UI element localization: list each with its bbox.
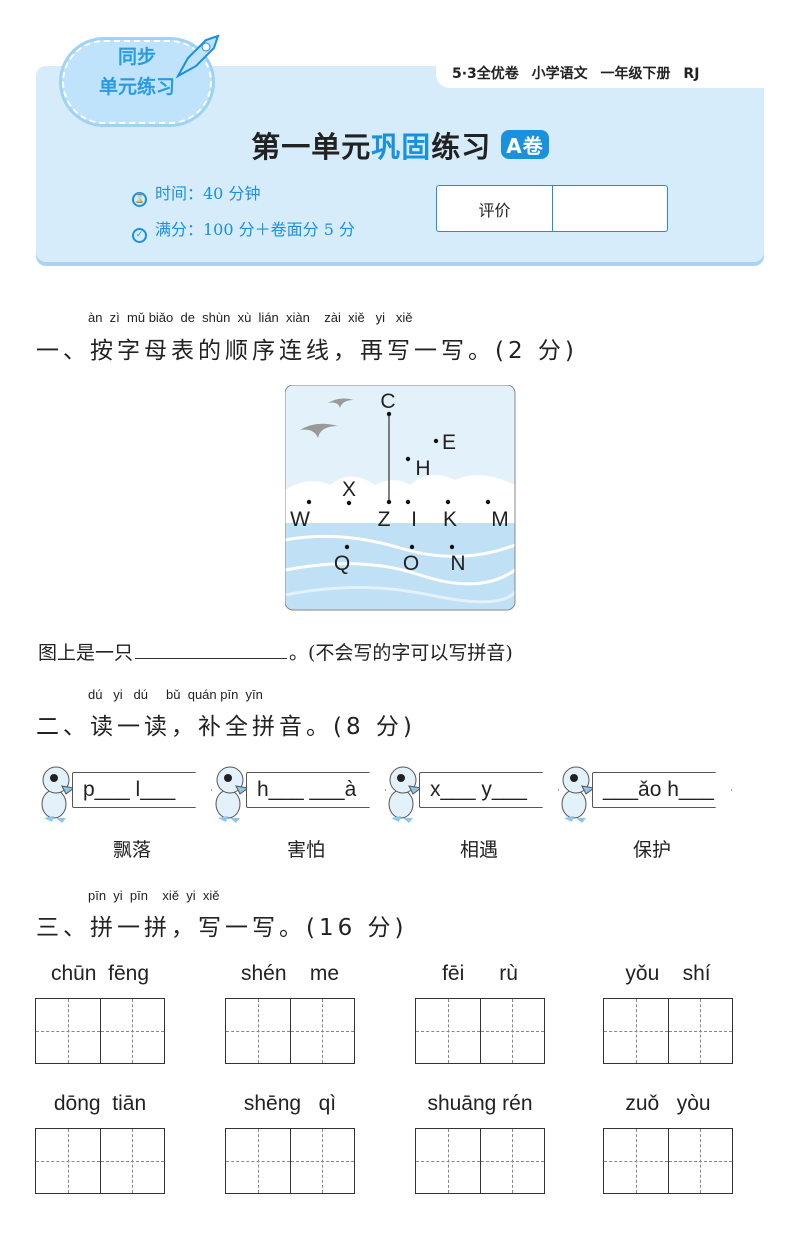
title-part: 练习 [431, 130, 492, 164]
section2-heading: 二、读一读，补全拼音。(8 分) [36, 714, 416, 740]
page-title: 第一单元巩固练习 A卷 [0, 124, 800, 166]
letter-label: O [403, 552, 419, 575]
bird-icon [300, 423, 338, 438]
writing-grid[interactable] [225, 998, 355, 1064]
word-label: 害怕 [287, 839, 326, 861]
grid-cell[interactable] [604, 1129, 669, 1193]
evaluation-field[interactable] [553, 186, 669, 231]
writing-grid[interactable] [415, 1128, 545, 1194]
grid-cell[interactable] [416, 1129, 481, 1193]
pinyin-prompt: shēng qì [243, 1092, 337, 1115]
grid-cell[interactable] [416, 999, 481, 1063]
rocket-icon [175, 34, 220, 79]
pinyin-blank-input[interactable]: x___ y___ [419, 772, 559, 808]
fill-sentence: 图上是一只 。(不会写的字可以写拼音) [38, 638, 513, 665]
pinyin-prompt: shuāng rén [427, 1092, 533, 1115]
pinyin-sign: p___ l___ [72, 772, 222, 816]
cloud-line1: 同步 [117, 46, 156, 68]
letter-label: E [442, 431, 456, 454]
hourglass-icon: ⌛ [132, 192, 147, 207]
score-text: 满分：100 分＋卷面分 5 分 [155, 220, 355, 239]
duck-icon [215, 766, 250, 823]
word-label: 保护 [633, 839, 672, 861]
pinyin-sign: ___ǎo h___ [592, 772, 742, 816]
bird-icon [328, 398, 354, 408]
section3-heading: 三、拼一拼，写一写。(16 分) [36, 915, 408, 941]
evaluation-box: 评价 [436, 185, 668, 232]
letter-label: K [443, 508, 457, 531]
duck-icon [388, 766, 423, 823]
grid-cell[interactable] [668, 1129, 733, 1193]
grid-cell[interactable] [36, 999, 101, 1063]
writing-grid[interactable] [415, 998, 545, 1064]
grid-cell[interactable] [226, 1129, 291, 1193]
letter-label: X [342, 478, 356, 501]
pinyin-prompt: dōng tiān [53, 1092, 147, 1115]
grid-cell[interactable] [36, 1129, 101, 1193]
pinyin-blank-input[interactable]: h___ ___à [246, 772, 386, 808]
sentence-before: 图上是一只 [38, 642, 134, 664]
sentence-after: 。(不会写的字可以写拼音) [289, 642, 513, 664]
series-tab [436, 58, 776, 88]
section1-heading: 一、按字母表的顺序连线，再写一写。(2 分) [36, 338, 578, 364]
pinyin-blank-input[interactable]: p___ l___ [72, 772, 212, 808]
grid-cell[interactable] [480, 1129, 545, 1193]
writing-grid[interactable] [35, 1128, 165, 1194]
version-badge: A卷 [501, 130, 549, 159]
grid-cell[interactable] [226, 999, 291, 1063]
title-highlight: 巩固 [371, 130, 432, 164]
pinyin-sign: h___ ___à [246, 772, 396, 816]
writing-grid[interactable] [603, 998, 733, 1064]
title-part: 第一单元 [251, 130, 372, 164]
pinyin-prompt: shén me [240, 962, 340, 985]
pinyin-prompt: chūn fēng [50, 962, 150, 985]
evaluation-label: 评价 [437, 186, 553, 231]
letter-label: M [491, 508, 509, 531]
pinyin-blank-input[interactable]: ___ǎo h___ [592, 772, 732, 808]
letter-label: Q [334, 552, 350, 575]
writing-grid[interactable] [603, 1128, 733, 1194]
pinyin-prompt: zuǒ yòu [625, 1092, 711, 1115]
cloud-line2: 单元练习 [98, 76, 175, 98]
section2-pinyin: dú yi dú bǔ quán pīn yīn [88, 687, 263, 702]
word-label: 飘落 [113, 839, 152, 861]
letter-label: W [290, 508, 310, 531]
pinyin-sign: x___ y___ [419, 772, 569, 816]
pinyin-prompt: yǒu shí [625, 962, 711, 985]
check-icon: ✓ [132, 228, 147, 243]
time-info: ⌛ 时间：40 分钟 [132, 180, 260, 207]
grid-cell[interactable] [100, 1129, 165, 1193]
grid-cell[interactable] [668, 999, 733, 1063]
letter-label: H [415, 457, 430, 480]
grid-cell[interactable] [480, 999, 545, 1063]
pinyin-prompt: fēi rù [442, 962, 518, 985]
time-text: 时间：40 分钟 [155, 184, 261, 203]
grid-cell[interactable] [290, 999, 355, 1063]
connect-dots-picture[interactable]: C E H X W Z I K M Q O N [285, 385, 517, 611]
grid-cell[interactable] [290, 1129, 355, 1193]
letter-label: C [380, 390, 395, 413]
dots [306, 411, 491, 550]
letter-label: I [411, 508, 417, 531]
duck-icon [41, 766, 76, 823]
duck-icon [561, 766, 596, 823]
letter-label: Z [378, 508, 391, 531]
section3-pinyin: pīn yi pīn xiě yi xiě [88, 888, 220, 903]
word-label: 相遇 [460, 839, 499, 861]
series-label: 5·3全优卷 小学语文 一年级下册 RJ [452, 66, 700, 82]
cloud-logo: 同步 单元练习 [62, 40, 212, 124]
section1-pinyin: àn zì mǔ biǎo de shùn xù lián xiàn zài x… [88, 310, 413, 325]
answer-blank[interactable] [135, 641, 288, 659]
writing-grid[interactable] [225, 1128, 355, 1194]
grid-cell[interactable] [604, 999, 669, 1063]
writing-grid[interactable] [35, 998, 165, 1064]
grid-cell[interactable] [100, 999, 165, 1063]
score-info: ✓ 满分：100 分＋卷面分 5 分 [132, 216, 355, 243]
letter-label: N [450, 552, 465, 575]
